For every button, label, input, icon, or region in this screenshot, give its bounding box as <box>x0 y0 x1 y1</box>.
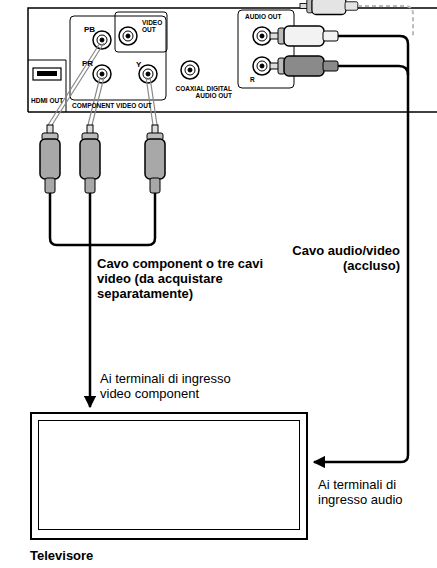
cable-label: Cavo audio/video (accluso) <box>248 244 400 274</box>
rca-plug <box>145 125 165 193</box>
tv-screen <box>38 420 300 530</box>
jack-label: R <box>250 76 255 83</box>
jack-label: PR <box>82 59 93 68</box>
hdmi-port <box>33 68 61 80</box>
player-panel <box>28 8 437 112</box>
audio-plug-white <box>270 26 338 46</box>
cable-label: Cavo component o tre cavi video (da acqu… <box>97 257 275 302</box>
spare-plug <box>300 0 358 14</box>
terminal-label: Ai terminali di ingresso video component <box>100 372 250 402</box>
jack-label: Y <box>136 60 141 69</box>
device-name: Televisore <box>30 548 93 563</box>
spare-cable <box>358 6 413 36</box>
rca-jacks <box>93 27 271 83</box>
component-leads <box>48 43 157 125</box>
audio-plug-red <box>270 56 338 76</box>
jack-label: AUDIO OUT <box>245 13 281 20</box>
jack-label: COMPONENT VIDEO OUT <box>72 102 152 109</box>
jack-label: PB <box>84 25 95 34</box>
terminal-label: Ai terminali di ingresso audio <box>318 478 430 508</box>
rca-plug <box>80 125 100 193</box>
jack-label: COAXIAL DIGITAL AUDIO OUT <box>170 85 232 100</box>
jack-label: HDMI OUT <box>31 97 63 104</box>
jack-label: VIDEO OUT <box>142 19 166 34</box>
rca-plug <box>40 125 60 193</box>
television: Televisore <box>30 412 308 540</box>
